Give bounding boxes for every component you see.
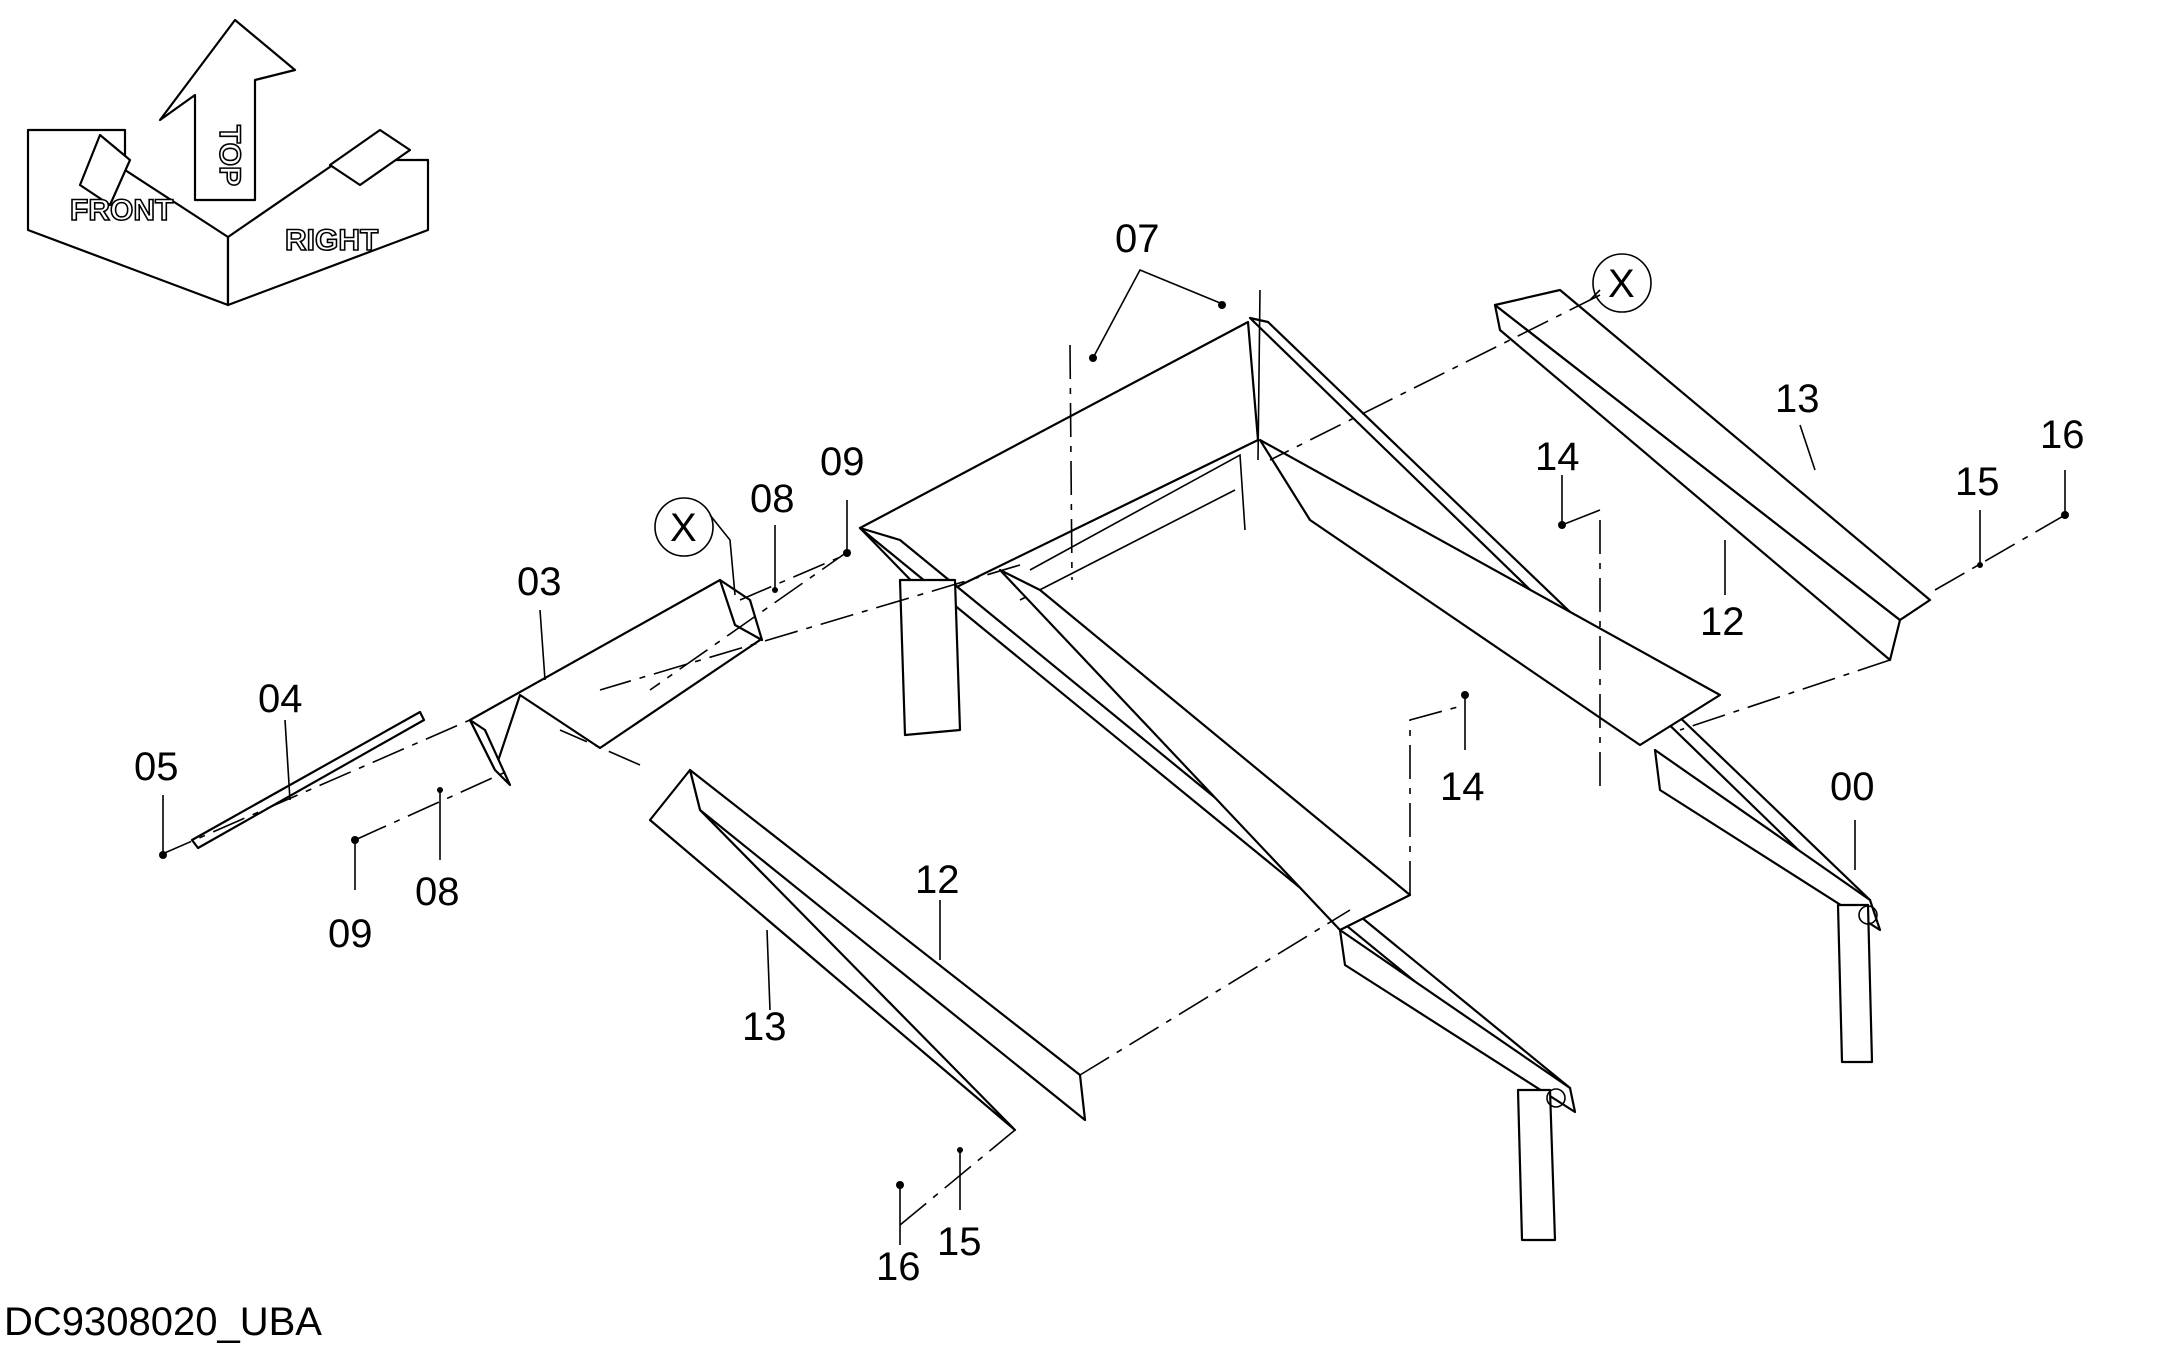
cross-member-2	[1019, 489, 1236, 601]
callout-12-lower: 12	[915, 858, 960, 902]
dash-line-6	[649, 549, 851, 691]
funnel-spout	[468, 718, 512, 787]
right-rail-beam	[1653, 748, 1882, 932]
front-leg-bolt	[1546, 1088, 1566, 1108]
funnel-body	[468, 578, 762, 772]
floor-plate	[1258, 438, 1722, 747]
dash-line-5	[559, 729, 641, 766]
cross-member	[1029, 453, 1246, 571]
leaders	[162, 268, 2066, 1245]
right-label: RIGHT	[285, 224, 378, 257]
dash-line-2	[599, 564, 1021, 691]
callout-12-upper: 12	[1700, 600, 1745, 644]
callout-08-upper: 08	[750, 477, 795, 521]
callout-16-upper: 16	[2040, 413, 2085, 457]
funnel-lip	[718, 578, 764, 642]
left-rail-beam	[1338, 928, 1577, 1114]
front-guide-rail	[648, 768, 1087, 1132]
leader-07	[1092, 268, 1226, 359]
callout-03: 03	[517, 560, 562, 604]
assembly-lines	[159, 294, 2066, 1226]
callout-00: 00	[1830, 765, 1875, 809]
callout-07: 07	[1115, 217, 1160, 261]
drawing-id: DC9308020_UBA	[4, 1300, 322, 1344]
dash-line-4	[1679, 659, 1891, 731]
callout-14-lower: 14	[1440, 765, 1485, 809]
strip-part-04	[190, 710, 426, 850]
front-label: FRONT	[70, 194, 173, 227]
callout-09-lower: 09	[328, 912, 373, 956]
front-leg	[1516, 1088, 1557, 1242]
top-label: TOP	[213, 125, 246, 186]
rear-guide-rail	[1493, 288, 1932, 662]
callout-14-upper: 14	[1535, 435, 1580, 479]
dash-line-11	[354, 769, 511, 841]
leader-07-drop	[1257, 289, 1261, 461]
dash-line-1	[1269, 294, 1601, 461]
dash-line-14	[1934, 514, 2066, 591]
front-guide-12	[688, 768, 1087, 1122]
right-leg	[1836, 903, 1874, 1064]
callout-15-lower: 15	[937, 1220, 982, 1264]
orientation-indicator: FRONT RIGHT TOP	[26, 18, 430, 307]
front-guide-13	[648, 768, 1017, 1132]
right-arrow	[328, 128, 412, 187]
detail-x-circle-right	[1592, 253, 1652, 313]
dash-line-13	[899, 1129, 1016, 1226]
rear-left-leg	[898, 578, 962, 737]
detail-x-circle-left	[654, 497, 714, 557]
callout-15-upper: 15	[1955, 460, 2000, 504]
right-leg-bolt	[1858, 905, 1878, 925]
main-frame	[858, 316, 1882, 1242]
front-arrow	[78, 133, 132, 207]
callout-13-upper: 13	[1775, 377, 1820, 421]
callout-labels: 00 03 04 05 07 08 08 09 09 12 12 13 13 1…	[134, 217, 2085, 1289]
left-gutter	[998, 568, 1412, 932]
leader-14-upper	[1561, 475, 1601, 527]
callout-05: 05	[134, 745, 179, 789]
callout-04: 04	[258, 677, 303, 721]
callout-08-lower: 08	[415, 870, 460, 914]
callout-13-lower: 13	[742, 1005, 787, 1049]
rear-guide-13	[1493, 288, 1932, 622]
dash-line-9	[1409, 704, 1466, 895]
dash-line-3	[1079, 909, 1351, 1076]
right-face	[226, 158, 430, 307]
top-arrow	[158, 18, 297, 202]
detail-x-label-left: X	[670, 506, 697, 550]
leader-13-lower	[766, 929, 771, 1011]
dash-line-7	[1069, 344, 1073, 581]
funnel-part-03	[468, 578, 764, 787]
leader-04	[284, 719, 291, 801]
leader-13-upper	[1799, 424, 1816, 471]
callout-09-upper: 09	[820, 440, 865, 484]
leader-x-left	[709, 514, 736, 596]
callout-16-lower: 16	[876, 1245, 921, 1289]
dash-line-12	[739, 554, 846, 601]
detail-x-label-right: X	[1608, 262, 1635, 306]
leader-03	[539, 609, 546, 681]
